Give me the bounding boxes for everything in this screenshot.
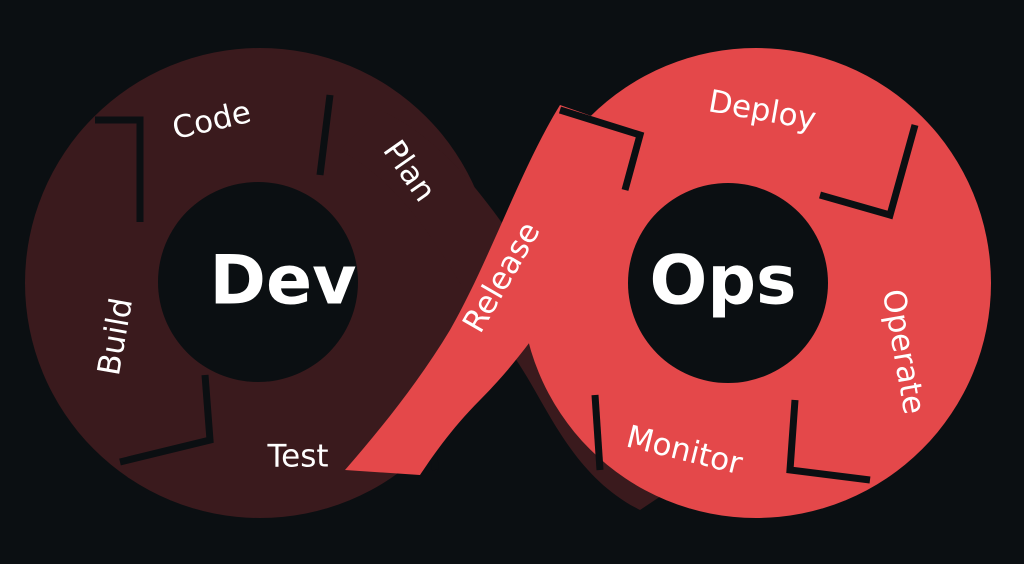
divider-release-deploy [558, 106, 645, 191]
release-band [345, 105, 660, 475]
ops-hub-label: Ops [650, 242, 797, 321]
divider-code-build [95, 116, 144, 222]
divider-plan-code [316, 94, 334, 176]
ops-hub [628, 183, 828, 383]
dev-hub-label: Dev [210, 242, 357, 321]
divider-monitor-release [591, 394, 604, 471]
dev-hub [158, 182, 358, 382]
divider-deploy-operate [819, 124, 919, 220]
ops-loop [345, 48, 991, 518]
divider-operate-monitor [786, 399, 871, 484]
stage-label-test: Test [266, 439, 328, 475]
divider-build-test [119, 374, 214, 466]
